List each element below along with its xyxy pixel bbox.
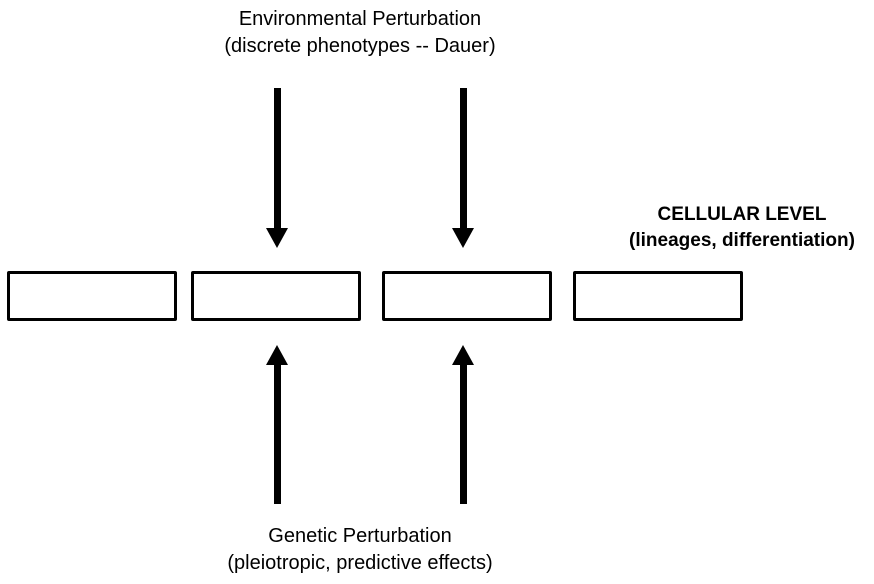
arrow-env-to-box-2 xyxy=(266,88,288,248)
arrow-shaft xyxy=(460,362,467,504)
arrow-env-to-box-3 xyxy=(452,88,474,248)
cellular-level-title: CELLULAR LEVEL xyxy=(657,204,827,225)
arrow-shaft xyxy=(274,362,281,504)
arrow-head-up-icon xyxy=(266,345,288,365)
genetic-perturbation-label: Genetic Perturbation (pleiotropic, predi… xyxy=(160,523,560,577)
environmental-perturbation-title: Environmental Perturbation xyxy=(238,8,482,30)
cell-box-3 xyxy=(382,271,552,321)
arrow-gen-to-box-3 xyxy=(452,345,474,504)
genetic-perturbation-title: Genetic Perturbation xyxy=(268,525,452,547)
cell-box-1 xyxy=(7,271,177,321)
environmental-perturbation-subtitle: (discrete phenotypes -- Dauer) xyxy=(224,35,496,57)
cellular-level-label: CELLULAR LEVEL (lineages, differentiatio… xyxy=(610,202,874,254)
arrow-shaft xyxy=(274,88,281,231)
cellular-level-subtitle: (lineages, differentiation) xyxy=(629,230,855,251)
arrow-gen-to-box-2 xyxy=(266,345,288,504)
environmental-perturbation-label: Environmental Perturbation (discrete phe… xyxy=(160,6,560,60)
genetic-perturbation-subtitle: (pleiotropic, predictive effects) xyxy=(227,552,493,574)
cell-box-2 xyxy=(191,271,361,321)
arrow-head-down-icon xyxy=(266,228,288,248)
arrow-head-down-icon xyxy=(452,228,474,248)
arrow-head-up-icon xyxy=(452,345,474,365)
arrow-shaft xyxy=(460,88,467,231)
cell-box-4 xyxy=(573,271,743,321)
